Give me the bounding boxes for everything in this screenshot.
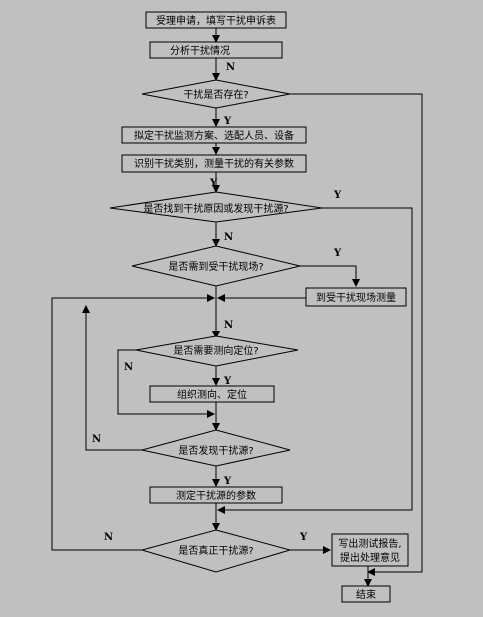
arrow-foundsource-loop	[82, 305, 142, 451]
decision-need-df: 是否需要测向定位?	[135, 335, 299, 367]
edge-label-y3: Y	[333, 190, 342, 201]
decision-found-source-text: 是否发现干扰源?	[178, 444, 253, 457]
decision-is-real-text: 是否真正干扰源?	[178, 544, 253, 557]
edge-labels: N Y Y N Y Y N N Y N Y N Y	[92, 62, 342, 543]
arrow-exists-end	[290, 93, 423, 576]
edge-label-n4: N	[224, 320, 233, 331]
edge-label-y2: Y	[209, 178, 218, 189]
edge-label-n6: N	[92, 434, 101, 445]
node-end: 结束	[341, 585, 391, 603]
arrow-isreal-loop	[51, 294, 215, 551]
decision-found-cause-text: 是否找到干扰原因或发现干扰源?	[143, 202, 288, 215]
node-plan: 拟定干扰监测方案、选配人员、设备	[121, 126, 307, 144]
edge-label-y1: Y	[223, 116, 232, 127]
node-analyze: 分析干扰情况	[149, 41, 283, 59]
node-site-measure: 到受干扰现场测量	[305, 287, 407, 307]
node-plan-text: 拟定干扰监测方案、选配人员、设备	[134, 129, 294, 142]
node-report: 写出测试报告, 提出处理意见	[331, 533, 409, 567]
edge-label-n2: N	[224, 232, 233, 243]
arrow-needsite-site	[300, 265, 360, 287]
node-organize-df-text: 组织测向、定位	[177, 388, 247, 401]
edge-label-y6: Y	[299, 532, 308, 543]
node-accept: 受理申请，填写干扰申诉表	[145, 11, 287, 29]
decision-need-site: 是否需到受干扰现场?	[131, 245, 301, 287]
node-report-line1: 写出测试报告,	[338, 537, 401, 550]
edge-label-n1: N	[226, 62, 235, 73]
node-organize-df: 组织测向、定位	[149, 385, 275, 403]
edge-label-n7: N	[104, 532, 113, 543]
decision-exists: 干扰是否存在?	[141, 79, 291, 109]
connectors	[51, 28, 423, 587]
node-accept-text: 受理申请，填写干扰申诉表	[156, 14, 276, 27]
decision-need-site-text: 是否需到受干扰现场?	[168, 260, 263, 273]
arrow-found-measure	[217, 207, 413, 514]
decision-found-source: 是否发现干扰源?	[141, 429, 291, 467]
decision-exists-text: 干扰是否存在?	[183, 88, 248, 101]
edge-label-n3: Y	[333, 248, 342, 259]
decision-need-df-text: 是否需要测向定位?	[173, 344, 258, 357]
node-report-line2: 提出处理意见	[340, 551, 400, 564]
edge-label-y5: Y	[223, 476, 232, 487]
decision-found-cause: 是否找到干扰原因或发现干扰源?	[109, 191, 323, 223]
node-measure-source: 测定干扰源的参数	[149, 486, 283, 504]
edge-label-y4: Y	[223, 376, 232, 387]
node-site-measure-text: 到受干扰现场测量	[316, 291, 396, 304]
edge-label-n5: N	[124, 362, 133, 373]
arrow-needdf-bypass	[117, 349, 215, 418]
node-measure-source-text: 测定干扰源的参数	[176, 489, 256, 502]
node-analyze-text: 分析干扰情况	[170, 44, 230, 57]
node-identify: 识别干扰类别，测量干扰的有关参数	[121, 154, 307, 173]
node-end-text: 结束	[356, 588, 376, 601]
decision-is-real: 是否真正干扰源?	[140, 529, 292, 573]
node-identify-text: 识别干扰类别，测量干扰的有关参数	[134, 157, 294, 170]
